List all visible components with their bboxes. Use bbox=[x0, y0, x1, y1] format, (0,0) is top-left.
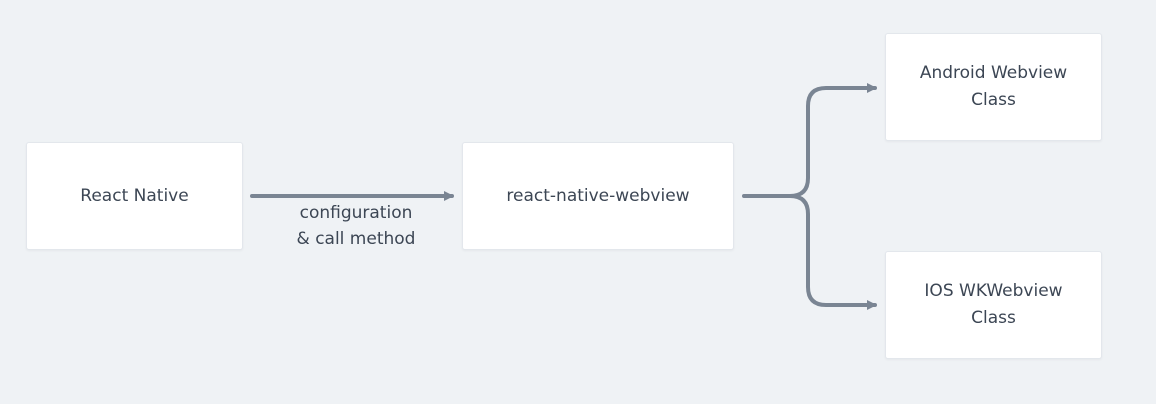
node-label-ios-wkwebview-class: IOS WKWebview Class bbox=[924, 281, 1063, 328]
node-react-native[interactable]: React Native bbox=[26, 142, 243, 250]
arrow-webview-to-android bbox=[742, 83, 877, 198]
edge-label-configuration-call-method: configuration & call method bbox=[296, 203, 416, 249]
node-label-react-native: React Native bbox=[80, 185, 189, 206]
node-react-native-webview[interactable]: react-native-webview bbox=[462, 142, 734, 250]
node-label-react-native-webview: react-native-webview bbox=[506, 185, 690, 206]
node-label-android-webview-class: Android Webview Class bbox=[919, 63, 1068, 110]
node-android-webview-class[interactable]: Android Webview Class bbox=[885, 33, 1102, 141]
node-ios-wkwebview-class[interactable]: IOS WKWebview Class bbox=[885, 251, 1102, 359]
arrow-webview-to-ios bbox=[788, 194, 877, 310]
